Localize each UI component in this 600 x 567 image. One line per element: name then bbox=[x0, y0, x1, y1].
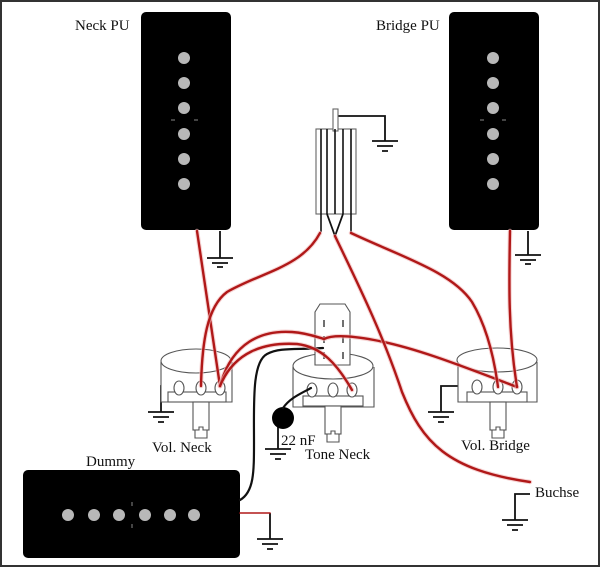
pole-piece bbox=[62, 509, 74, 521]
ground-neck-pickup bbox=[207, 231, 233, 268]
wire-vol-neck-to-vol-bridge bbox=[218, 330, 519, 389]
wire-neck-pu-to-vol-neck bbox=[195, 229, 222, 388]
pole-piece bbox=[487, 102, 499, 114]
ground-switch bbox=[338, 115, 398, 152]
wire-switch-to-vol-bridge bbox=[349, 231, 500, 389]
capacitor-body bbox=[272, 407, 294, 429]
vol-bridge-pot: Vol. Bridge bbox=[456, 347, 538, 454]
capacitor-lead bbox=[281, 386, 313, 410]
pole-piece bbox=[487, 128, 499, 140]
vol-bridge-lug-1 bbox=[471, 379, 483, 395]
capacitor-label: 22 nF bbox=[281, 433, 316, 449]
tone-capacitor: 22 nF bbox=[272, 386, 316, 449]
bridge-pickup-poles bbox=[480, 52, 506, 190]
ground-bridge-pickup bbox=[515, 231, 541, 265]
pole-piece bbox=[487, 178, 499, 190]
pole-piece bbox=[178, 153, 190, 165]
bridge-pickup: Bridge PU bbox=[376, 12, 539, 230]
bridge-pickup-body bbox=[449, 12, 539, 230]
pole-piece bbox=[178, 102, 190, 114]
neck-pickup-poles bbox=[171, 52, 198, 190]
vol-neck-lug-1 bbox=[173, 380, 185, 396]
selector-switch bbox=[315, 108, 357, 239]
wire-vol-neck-to-tone bbox=[218, 342, 354, 392]
pole-piece bbox=[178, 52, 190, 64]
vol-neck-label: Vol. Neck bbox=[152, 440, 212, 456]
wire-switch-to-jack bbox=[333, 234, 532, 484]
pole-piece bbox=[178, 178, 190, 190]
ground-jack bbox=[502, 493, 530, 531]
wire-bridge-pu-to-vol-bridge bbox=[508, 229, 519, 389]
dummy-coil: Dummy bbox=[23, 454, 240, 558]
neck-pickup-body bbox=[141, 12, 231, 230]
output-jack: Buchse bbox=[535, 485, 580, 501]
ground-capacitor bbox=[265, 425, 291, 460]
vol-neck-pot: Vol. Neck bbox=[152, 348, 233, 456]
bridge-pickup-label: Bridge PU bbox=[376, 18, 440, 34]
pole-piece bbox=[88, 509, 100, 521]
pole-piece bbox=[178, 77, 190, 89]
neck-pickup: Neck PU bbox=[75, 12, 231, 230]
pole-piece bbox=[487, 77, 499, 89]
pole-piece bbox=[113, 509, 125, 521]
tone-neck-lug-2 bbox=[327, 382, 339, 398]
neck-pickup-label: Neck PU bbox=[75, 18, 130, 34]
pole-piece bbox=[188, 509, 200, 521]
dummy-coil-body bbox=[23, 470, 240, 558]
switch-body bbox=[315, 128, 357, 215]
pole-piece bbox=[487, 153, 499, 165]
wire-dummy-to-switch bbox=[238, 346, 325, 502]
pole-piece bbox=[139, 509, 151, 521]
switch-lever bbox=[332, 108, 339, 132]
tone-neck-label: Tone Neck bbox=[305, 447, 371, 463]
pole-piece bbox=[487, 52, 499, 64]
pole-piece bbox=[164, 509, 176, 521]
wire-switch-to-vol-neck bbox=[199, 231, 322, 388]
vol-bridge-label: Vol. Bridge bbox=[461, 438, 530, 454]
wires bbox=[194, 228, 533, 514]
dummy-coil-label: Dummy bbox=[86, 454, 136, 470]
ground-vol-bridge bbox=[428, 385, 474, 423]
pole-piece bbox=[178, 128, 190, 140]
ground-dummy bbox=[257, 513, 283, 550]
jack-label: Buchse bbox=[535, 485, 580, 501]
dummy-coil-poles bbox=[62, 502, 200, 528]
